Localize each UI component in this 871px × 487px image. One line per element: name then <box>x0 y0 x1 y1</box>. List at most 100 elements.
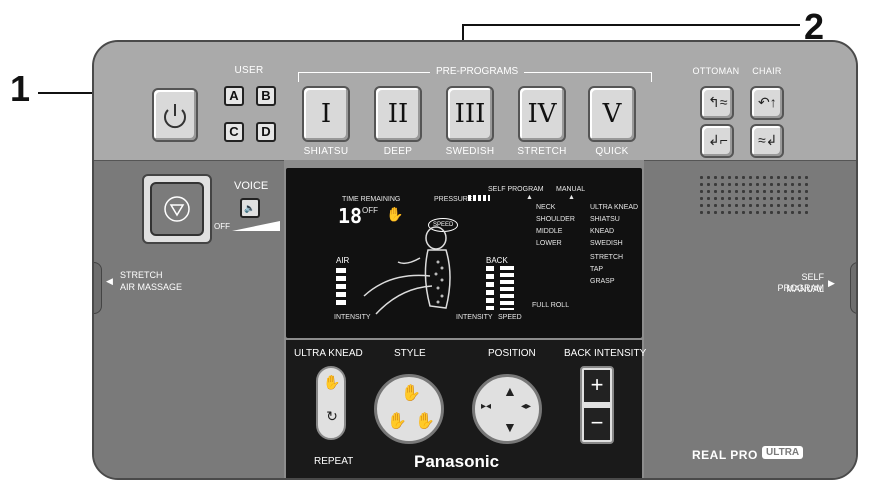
brand-ultra-badge: ULTRA <box>762 446 804 459</box>
callout-number-2: 2 <box>804 6 825 47</box>
body-part-neck: NECK <box>536 204 556 211</box>
self-program-manual-tab[interactable] <box>850 262 856 314</box>
speed-label: SPEED <box>498 314 522 321</box>
program-1-label: SHIATSU <box>303 146 349 157</box>
ottoman-down-icon: ↲⌐ <box>708 132 728 148</box>
stop-octagon-icon <box>164 196 190 222</box>
ottoman-label: OTTOMAN <box>692 66 740 76</box>
bottom-control-panel: ULTRA KNEAD STYLE POSITION BACK INTENSIT… <box>286 340 646 478</box>
voice-level-icon <box>232 221 280 231</box>
technique-tap: TAP <box>590 266 604 273</box>
technique-knead: KNEAD <box>590 228 615 235</box>
body-part-lower: LOWER <box>536 240 562 247</box>
ultra-knead-lcd-icon: ✋ <box>386 206 404 222</box>
stretch-arrow-icon: ◀ <box>106 276 113 286</box>
pressure-bar <box>468 195 490 201</box>
user-c-button[interactable]: C <box>224 122 244 142</box>
repeat-icon: ↻ <box>326 408 338 424</box>
position-label: POSITION <box>488 348 536 359</box>
body-part-shoulder: SHOULDER <box>536 216 575 223</box>
style-label: STYLE <box>394 348 426 359</box>
technique-ultra-knead: ULTRA KNEAD <box>590 204 639 211</box>
program-4-numeral: IV <box>527 99 557 129</box>
manual-indicator-icon: ▲ <box>568 194 575 201</box>
power-button[interactable] <box>152 88 198 142</box>
panasonic-logo: Panasonic <box>414 452 500 471</box>
user-d-button[interactable]: D <box>256 122 276 142</box>
position-up-icon[interactable]: ▲ <box>503 383 517 399</box>
chair-upright-icon: ≈↲ <box>758 132 778 148</box>
manual-label: MANUAL <box>786 284 824 294</box>
style-hand-right-icon: ✋ <box>415 413 435 430</box>
technique-stretch: STRETCH <box>590 254 624 261</box>
ultra-knead-repeat-control <box>316 366 346 440</box>
ottoman-up-button[interactable]: ↰≈ <box>700 86 734 120</box>
repeat-button[interactable]: ↻ <box>322 408 342 432</box>
program-3-numeral: III <box>454 99 486 129</box>
program-5-numeral: V <box>602 99 622 129</box>
program-1-numeral: I <box>320 99 332 129</box>
user-label: USER <box>234 65 264 76</box>
ultra-knead-button[interactable]: ✋ <box>322 374 342 398</box>
repeat-label: REPEAT <box>314 456 354 467</box>
ultra-knead-hand-icon: ✋ <box>323 374 341 390</box>
style-hand-top-icon: ✋ <box>401 385 421 402</box>
program-3-button[interactable]: III <box>446 86 494 142</box>
self-program-indicator-icon: ▲ <box>526 194 533 201</box>
style-hand-left-icon: ✋ <box>387 413 407 430</box>
ultra-knead-label: ULTRA KNEAD <box>294 348 363 359</box>
back-intensity-plus-button[interactable]: + <box>584 370 610 402</box>
program-5-button[interactable]: V <box>588 86 636 142</box>
callout-number-1: 1 <box>10 68 31 109</box>
program-3-label: SWEDISH <box>445 146 495 157</box>
time-digits: 18 <box>338 204 363 228</box>
program-1-button[interactable]: I <box>302 86 350 142</box>
full-roll-label: FULL ROLL <box>532 302 570 309</box>
self-program-label: SELF PROGRAM <box>777 272 824 293</box>
time-remaining-label: TIME REMAINING <box>342 196 401 203</box>
reclining-person-icon <box>363 226 451 315</box>
back-intensity-label: BACK INTENSITY <box>564 348 647 359</box>
air-massage-label: AIR MASSAGE <box>120 282 183 292</box>
stretch-air-massage-tab[interactable] <box>94 262 102 314</box>
voice-button[interactable]: 🔈 <box>240 198 260 218</box>
chair-recline-button[interactable]: ↶↑ <box>750 86 784 120</box>
style-dial[interactable]: ✋ ✋ ✋ <box>374 374 444 444</box>
stop-button[interactable] <box>150 182 204 236</box>
technique-grasp: GRASP <box>590 278 615 285</box>
air-label: AIR <box>336 256 350 265</box>
voice-label: VOICE <box>234 180 269 192</box>
chair-recline-icon: ↶↑ <box>758 94 777 110</box>
program-5-label: QUICK <box>595 146 629 157</box>
technique-shiatsu: SHIATSU <box>590 216 620 223</box>
pressure-label: PRESSURE <box>434 196 473 203</box>
user-a-button[interactable]: A <box>224 86 244 106</box>
program-2-label: DEEP <box>383 146 413 157</box>
position-down-icon[interactable]: ▼ <box>503 419 517 435</box>
speed-chevrons <box>500 266 514 310</box>
user-b-button[interactable]: B <box>256 86 276 106</box>
program-4-button[interactable]: IV <box>518 86 566 142</box>
chair-upright-button[interactable]: ≈↲ <box>750 124 784 158</box>
callout-2-leader-horizontal <box>462 24 800 26</box>
brand-real-pro: REAL PRO <box>692 448 758 462</box>
voice-speaker-icon: 🔈 <box>244 203 256 213</box>
program-2-button[interactable]: II <box>374 86 422 142</box>
back-intensity-minus-button[interactable]: − <box>584 408 610 440</box>
chair-label: CHAIR <box>752 66 782 76</box>
air-intensity-bars <box>336 268 346 308</box>
self-program-arrow-icon: ▶ <box>828 278 835 288</box>
voice-off-label: OFF <box>214 222 230 231</box>
lcd-display: TIME REMAINING 18 OFF ✋ PRESSURE SELF PR… <box>286 168 642 338</box>
program-4-label: STRETCH <box>517 146 567 157</box>
power-icon <box>164 104 186 129</box>
manual-lcd-label: MANUAL <box>556 186 586 193</box>
position-narrow-icon[interactable]: ▸◂ <box>481 401 492 412</box>
position-dial[interactable]: ▲ ▼ ▸◂ ◂▸ <box>472 374 542 444</box>
position-wide-icon[interactable]: ◂▸ <box>521 401 532 412</box>
ottoman-up-icon: ↰≈ <box>708 94 728 110</box>
preprograms-label: PRE-PROGRAMS <box>430 66 525 77</box>
time-off-label: OFF <box>362 206 378 215</box>
ottoman-down-button[interactable]: ↲⌐ <box>700 124 734 158</box>
speaker-grille <box>698 174 810 218</box>
